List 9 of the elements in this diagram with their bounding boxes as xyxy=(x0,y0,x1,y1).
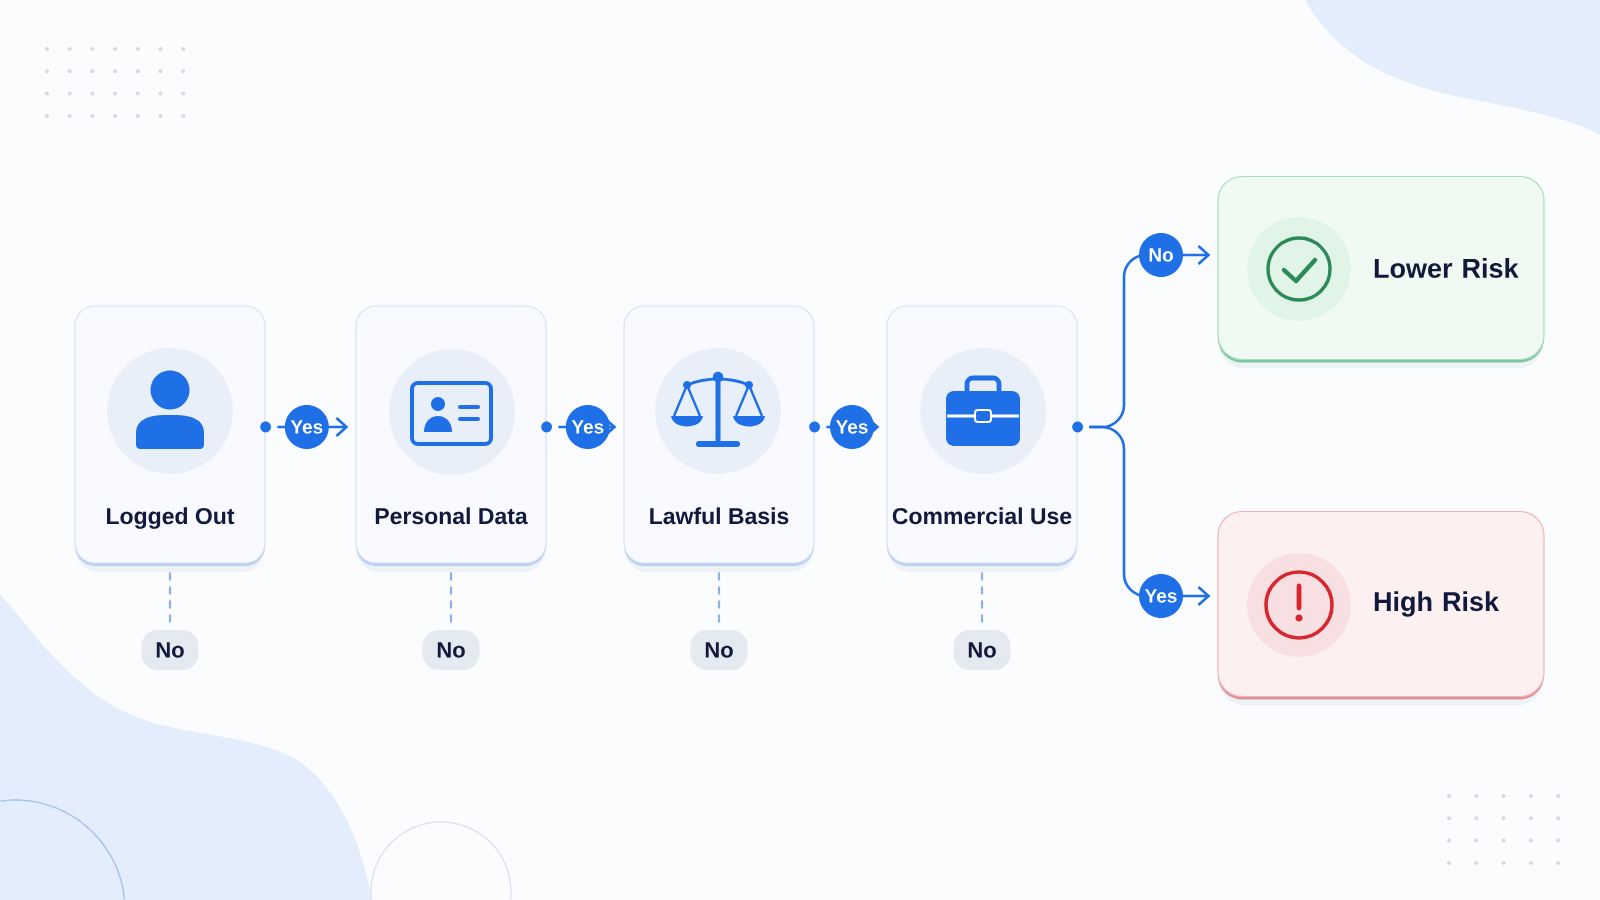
edge-label: No xyxy=(1139,233,1183,277)
edge-label: Yes xyxy=(1139,574,1183,618)
edge-label: Yes xyxy=(565,405,610,449)
connector-line xyxy=(717,572,721,624)
connector-line xyxy=(168,572,172,624)
connector-line xyxy=(980,572,984,624)
edge-label: Yes xyxy=(284,405,329,449)
connector-line xyxy=(449,572,453,624)
edge-label: Yes xyxy=(830,405,874,449)
